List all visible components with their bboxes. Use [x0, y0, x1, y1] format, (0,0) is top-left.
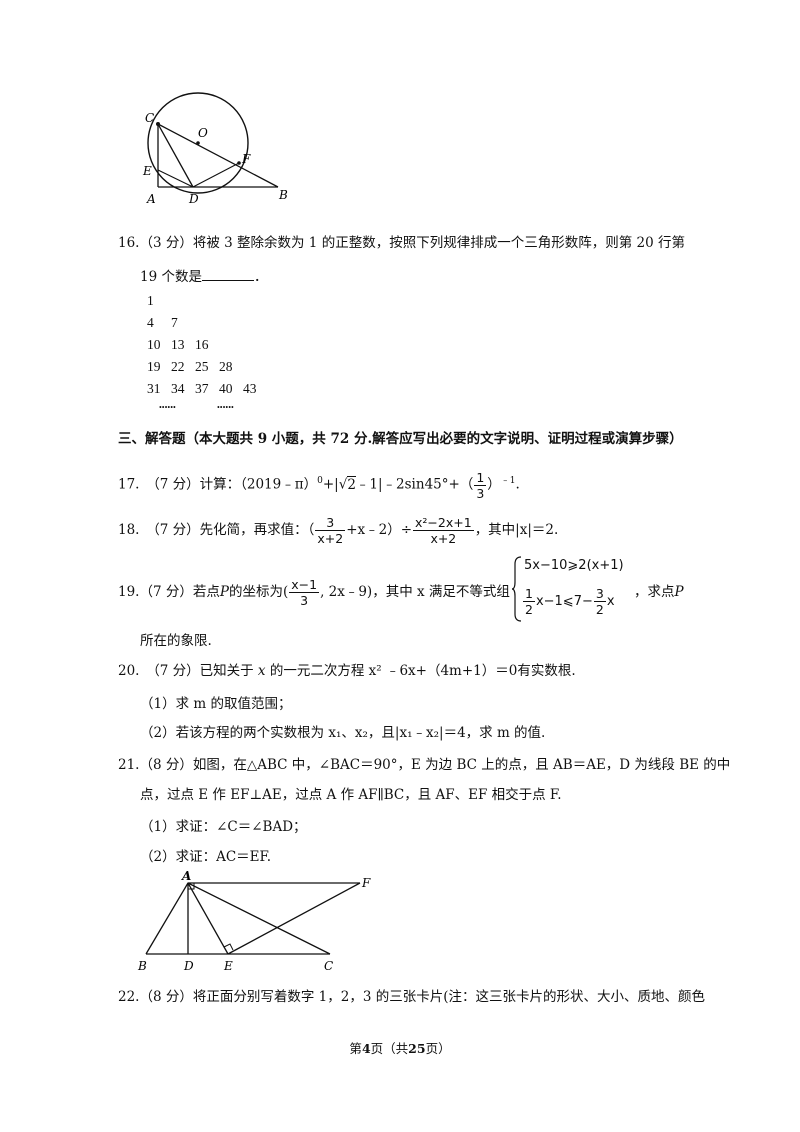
answer-blank[interactable]: [201, 268, 254, 281]
triangle-dots: ••••••••••••: [159, 403, 234, 412]
q16-line2-suffix: ．: [253, 269, 268, 285]
label-d: D: [188, 192, 199, 206]
q16-line2-prefix: 19 个数是: [140, 269, 202, 285]
q16-line1: 16.（3 分）将被 3 整除余数为 1 的正整数，按照下列规律排成一个三角形数…: [118, 235, 685, 251]
inequality-1: 5x−10⩾2(x+1): [524, 558, 624, 573]
circle-o: [147, 92, 249, 194]
label-c: C: [145, 111, 154, 125]
q22-line1: 22.（8 分）将正面分别写着数字 1，2，3 的三张卡片(注：这三张卡片的形状…: [118, 989, 705, 1005]
q21-line2: 点，过点 E 作 EF⊥AE，过点 A 作 AF∥BC，且 AF、EF 相交于点…: [140, 787, 562, 803]
label-e: E: [142, 164, 152, 178]
page-number: 4: [361, 1041, 371, 1056]
segment-ac: [187, 882, 331, 955]
q20-line1: 20. （7 分）已知关于 x 的一元二次方程 x² ﹣6x+（4m+1）＝0有…: [118, 663, 576, 679]
segment-ab: [145, 882, 189, 955]
q20-sub1: （1）求 m 的取值范围；: [140, 696, 292, 712]
segment-ed: [157, 169, 194, 188]
label-o: O: [198, 126, 208, 140]
q19-line2: 所在的象限.: [140, 633, 212, 649]
segment-df: [192, 162, 240, 188]
triangle-row: 1: [147, 293, 154, 308]
label-b2: B: [137, 959, 147, 973]
q19-suffix: ，求点P: [634, 584, 684, 600]
label-d2: D: [183, 959, 194, 973]
segment-cb: [157, 123, 279, 188]
q16-line2: 19 个数是 ．: [140, 268, 267, 286]
segment-ef: [227, 882, 361, 955]
label-e2: E: [223, 959, 233, 973]
label-a2: A: [181, 869, 191, 883]
label-c2: C: [324, 959, 333, 973]
page-total: 25: [408, 1041, 426, 1056]
circle-figure: C O F E A D B: [142, 92, 288, 206]
page-footer: 第4页（共25页）: [349, 1041, 451, 1056]
q21-sub1: （1）求证：∠C＝∠BAD；: [140, 819, 307, 835]
section-3-title: 三、解答题（本大题共 9 小题，共 72 分.解答应写出必要的文字说明、证明过程…: [118, 431, 683, 447]
q20-sub2: （2）若该方程的两个实数根为 x₁、x₂，且|x₁﹣x₂|＝4，求 m 的值.: [140, 725, 546, 741]
triangle-figure: A F B D E C: [137, 869, 371, 973]
label-a: A: [146, 192, 156, 206]
label-f2: F: [361, 876, 371, 890]
segment-ae: [187, 882, 229, 955]
segment-cd: [157, 123, 194, 188]
q21-sub2: （2）求证：AC＝EF.: [140, 849, 272, 865]
label-f: F: [241, 152, 251, 166]
label-b: B: [278, 188, 288, 202]
q21-line1: 21.（8 分）如图，在△ABC 中，∠BAC＝90°，E 为边 BC 上的点，…: [118, 757, 731, 773]
